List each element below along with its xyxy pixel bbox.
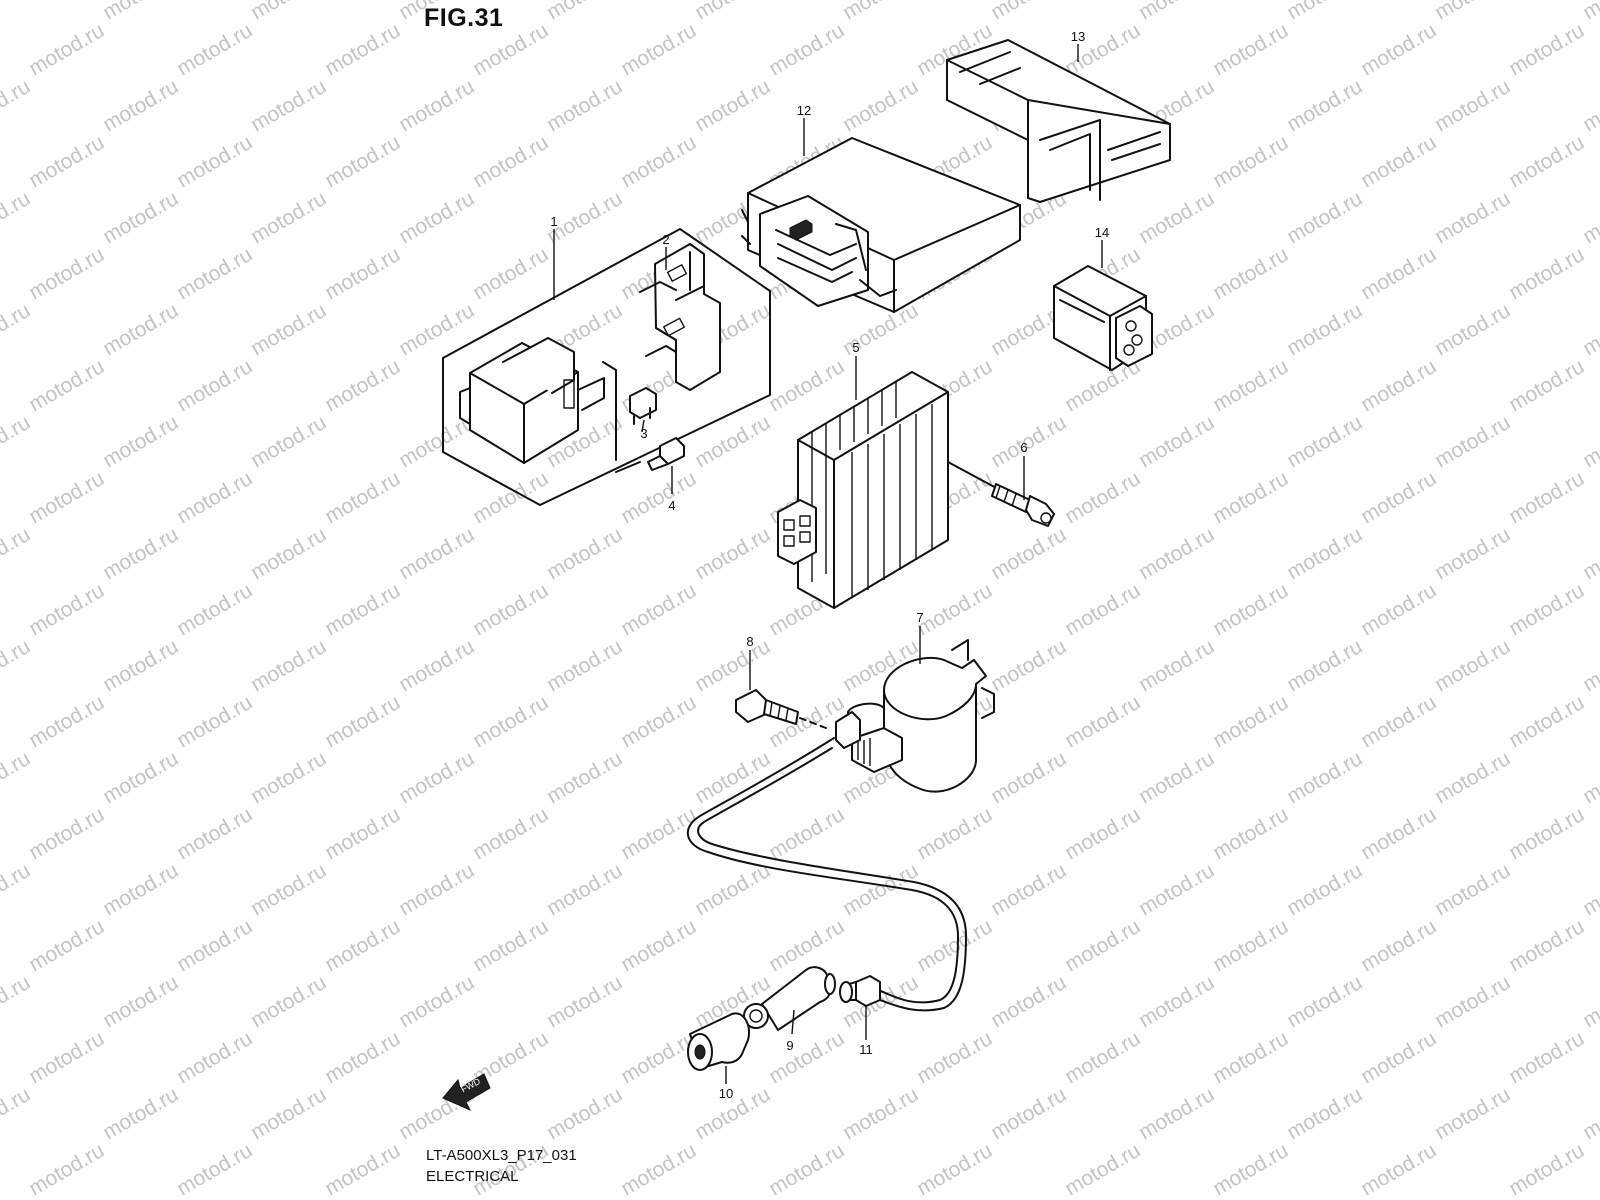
callout-6: 6 [1020, 440, 1027, 455]
callout-5: 5 [852, 340, 859, 355]
callout-8: 8 [746, 634, 753, 649]
section-title: ELECTRICAL [426, 1168, 519, 1185]
callout-9: 9 [786, 1038, 793, 1053]
callout-2: 2 [662, 232, 669, 247]
callout-labels: 1 2 3 4 5 6 7 8 9 10 11 12 13 14 [550, 29, 1109, 1101]
callout-13: 13 [1071, 29, 1085, 44]
part-3-fuse [629, 387, 657, 425]
callout-10: 10 [719, 1086, 733, 1101]
part-10-cap [687, 1012, 750, 1071]
part-2-holder [639, 243, 721, 391]
callout-12: 12 [797, 103, 811, 118]
part-6-bolt [947, 461, 1055, 527]
part-5-regulator [777, 371, 949, 609]
leader-lines [553, 44, 1103, 1084]
part-11-grommet [839, 975, 881, 1007]
high-tension-lead [686, 737, 967, 1012]
part-4-screw [647, 437, 685, 471]
part-12-ecm [741, 137, 1021, 313]
callout-1: 1 [550, 214, 557, 229]
callout-7: 7 [916, 610, 923, 625]
part-14-coupler [1053, 265, 1153, 371]
part-9-plug-cap [743, 966, 836, 1031]
part-1-relay [459, 337, 605, 464]
figure-title: FIG.31 [424, 4, 504, 32]
callout-3: 3 [640, 426, 647, 441]
part-13-case [946, 39, 1171, 203]
part-7-ignition-coil [835, 639, 995, 793]
fwd-arrow-icon: FWD [442, 1073, 491, 1112]
part-8-bolt [735, 689, 827, 729]
callout-11: 11 [859, 1042, 873, 1057]
part-1-frame [442, 228, 771, 506]
figure-code: LT-A500XL3_P17_031 [426, 1147, 577, 1164]
callout-4: 4 [668, 498, 675, 513]
callout-14: 14 [1095, 225, 1109, 240]
